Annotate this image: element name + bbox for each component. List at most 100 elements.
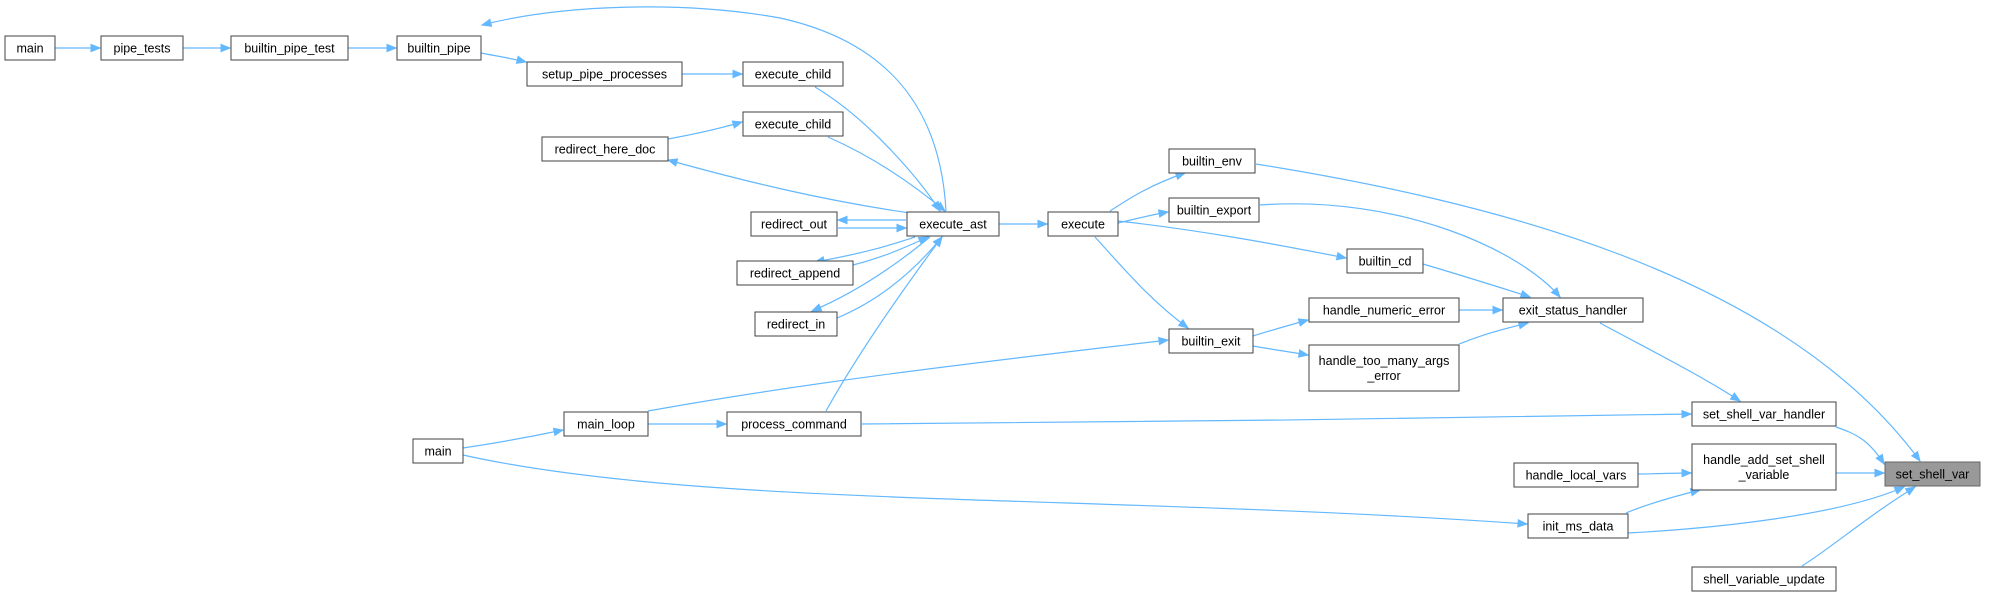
edge-redirect_append-to-execute_ast <box>852 236 930 266</box>
node-label: builtin_exit <box>1181 335 1241 349</box>
node-handle-too-many-args-error[interactable]: handle_too_many_args_error <box>1308 344 1460 392</box>
edge-init_ms_data-to-set_shell_var <box>1627 486 1906 534</box>
node-label: handle_numeric_error <box>1323 304 1445 318</box>
edge-exit_status_handler-to-set_shell_var_handler <box>1599 322 1742 402</box>
node-execute-child-1[interactable]: execute_child <box>742 61 844 87</box>
edge-execute-to-builtin_exit <box>1094 236 1190 329</box>
edge-execute_ast-to-execute <box>999 219 1049 229</box>
node-builtin-pipe[interactable]: builtin_pipe <box>396 35 482 61</box>
edge-main_2-to-init_ms_data <box>462 454 1529 528</box>
node-label: builtin_env <box>1182 155 1243 169</box>
edge-execute-to-builtin_export <box>1117 209 1170 224</box>
edge-execute-to-builtin_cd <box>1117 220 1348 261</box>
edge-handle_too_many_args_error-to-exit_status_handler <box>1458 320 1530 345</box>
edge-set_shell_var_handler-to-set_shell_var <box>1835 426 1885 466</box>
node-label: _variable <box>1738 468 1790 482</box>
edge-setup_pipe_processes-to-execute_child_1 <box>682 69 744 79</box>
edge-handle_add_set_shell_variable-to-set_shell_var <box>1836 468 1886 478</box>
edge-redirect_out-to-execute_ast <box>838 223 908 233</box>
node-handle-local-vars[interactable]: handle_local_vars <box>1513 462 1639 488</box>
node-label: main <box>424 445 451 459</box>
node-label: main <box>16 42 43 56</box>
node-execute[interactable]: execute <box>1047 211 1119 237</box>
edge-main_loop-to-builtin_exit <box>647 336 1170 412</box>
call-graph-edges <box>54 6 1921 567</box>
edge-shell_variable_update-to-set_shell_var <box>1801 486 1917 567</box>
node-label: main_loop <box>577 418 635 432</box>
node-execute-ast[interactable]: execute_ast <box>906 211 1000 237</box>
node-redirect-append[interactable]: redirect_append <box>736 260 854 286</box>
node-label: shell_variable_update <box>1703 573 1825 587</box>
edge-execute_child_2-to-execute_ast <box>827 136 947 212</box>
node-redirect-in[interactable]: redirect_in <box>754 311 838 337</box>
node-label: handle_local_vars <box>1526 469 1627 483</box>
edge-builtin_exit-to-handle_too_many_args_error <box>1252 345 1310 358</box>
edge-pipe_tests-to-builtin_pipe_test <box>182 43 232 53</box>
node-label: redirect_here_doc <box>555 143 656 157</box>
edge-main_2-to-main_loop <box>462 427 565 449</box>
node-label: _error <box>1366 369 1400 383</box>
node-label: set_shell_var_handler <box>1703 408 1825 422</box>
node-builtin-cd[interactable]: builtin_cd <box>1346 248 1424 274</box>
node-label: exit_status_handler <box>1519 304 1627 318</box>
edge-process_command-to-execute_ast <box>825 235 943 412</box>
node-init-ms-data[interactable]: init_ms_data <box>1527 513 1629 539</box>
node-label: builtin_cd <box>1359 255 1412 269</box>
node-builtin-env[interactable]: builtin_env <box>1168 148 1256 174</box>
edge-execute_ast-to-redirect_in <box>810 236 931 312</box>
node-label: process_command <box>741 418 847 432</box>
node-label: execute <box>1061 218 1105 232</box>
node-builtin-exit[interactable]: builtin_exit <box>1168 328 1254 354</box>
node-pipe-tests[interactable]: pipe_tests <box>100 35 184 61</box>
node-label: builtin_pipe_test <box>244 42 335 56</box>
edge-main_1-to-pipe_tests <box>54 43 102 53</box>
node-label: pipe_tests <box>114 42 171 56</box>
node-redirect-here-doc[interactable]: redirect_here_doc <box>541 136 669 162</box>
node-label: redirect_out <box>761 218 828 232</box>
node-execute-child-2[interactable]: execute_child <box>742 111 844 137</box>
edge-builtin_pipe_test-to-builtin_pipe <box>347 43 398 53</box>
edge-execute_ast-to-redirect_here_doc <box>666 158 911 214</box>
edge-handle_numeric_error-to-exit_status_handler <box>1459 305 1504 315</box>
node-label: handle_too_many_args <box>1319 354 1450 368</box>
node-label: handle_add_set_shell <box>1703 453 1825 467</box>
node-main-2[interactable]: main <box>412 438 464 464</box>
node-set-shell-var[interactable]: set_shell_var <box>1884 461 1981 487</box>
edge-builtin_pipe-to-setup_pipe_processes <box>480 52 528 64</box>
edge-process_command-to-set_shell_var_handler <box>861 409 1693 425</box>
node-handle-numeric-error[interactable]: handle_numeric_error <box>1308 297 1460 323</box>
edge-builtin_exit-to-handle_numeric_error <box>1252 318 1310 337</box>
node-label: builtin_export <box>1177 204 1252 218</box>
node-label: init_ms_data <box>1543 520 1614 534</box>
node-label: execute_ast <box>919 218 987 232</box>
node-label: execute_child <box>755 68 831 82</box>
node-process-command[interactable]: process_command <box>726 411 862 437</box>
node-set-shell-var-handler[interactable]: set_shell_var_handler <box>1691 401 1837 427</box>
edge-builtin_export-to-exit_status_handler <box>1259 203 1561 299</box>
node-shell-variable-update[interactable]: shell_variable_update <box>1691 566 1837 592</box>
edge-execute_ast-to-redirect_out <box>836 215 906 225</box>
edge-builtin_cd-to-exit_status_handler <box>1422 263 1532 299</box>
node-main-loop[interactable]: main_loop <box>563 411 649 437</box>
node-label: builtin_pipe <box>407 42 470 56</box>
node-exit-status-handler[interactable]: exit_status_handler <box>1502 297 1644 323</box>
node-label: execute_child <box>755 118 831 132</box>
edge-redirect_here_doc-to-execute_child_2 <box>667 120 744 140</box>
edge-handle_local_vars-to-handle_add_set_shell_variable <box>1637 468 1693 478</box>
node-builtin-export[interactable]: builtin_export <box>1168 197 1260 223</box>
node-handle-add-set-shell-variable[interactable]: handle_add_set_shell_variable <box>1691 443 1837 491</box>
node-redirect-out[interactable]: redirect_out <box>750 211 838 237</box>
edge-main_loop-to-process_command <box>648 419 728 429</box>
edge-execute_ast-to-builtin_pipe <box>480 6 947 212</box>
node-builtin-pipe-test[interactable]: builtin_pipe_test <box>230 35 349 61</box>
edge-init_ms_data-to-handle_add_set_shell_variable <box>1625 488 1702 514</box>
node-label: redirect_append <box>750 267 840 281</box>
node-label: redirect_in <box>767 318 825 332</box>
node-main-1[interactable]: main <box>4 35 56 61</box>
edge-builtin_env-to-set_shell_var <box>1255 163 1921 463</box>
node-label: setup_pipe_processes <box>542 68 667 82</box>
node-setup-pipe-processes[interactable]: setup_pipe_processes <box>526 61 683 87</box>
call-graph-nodes: set_shell_varset_shell_var_handlerhandle… <box>4 35 1981 592</box>
node-label: set_shell_var <box>1896 468 1970 482</box>
